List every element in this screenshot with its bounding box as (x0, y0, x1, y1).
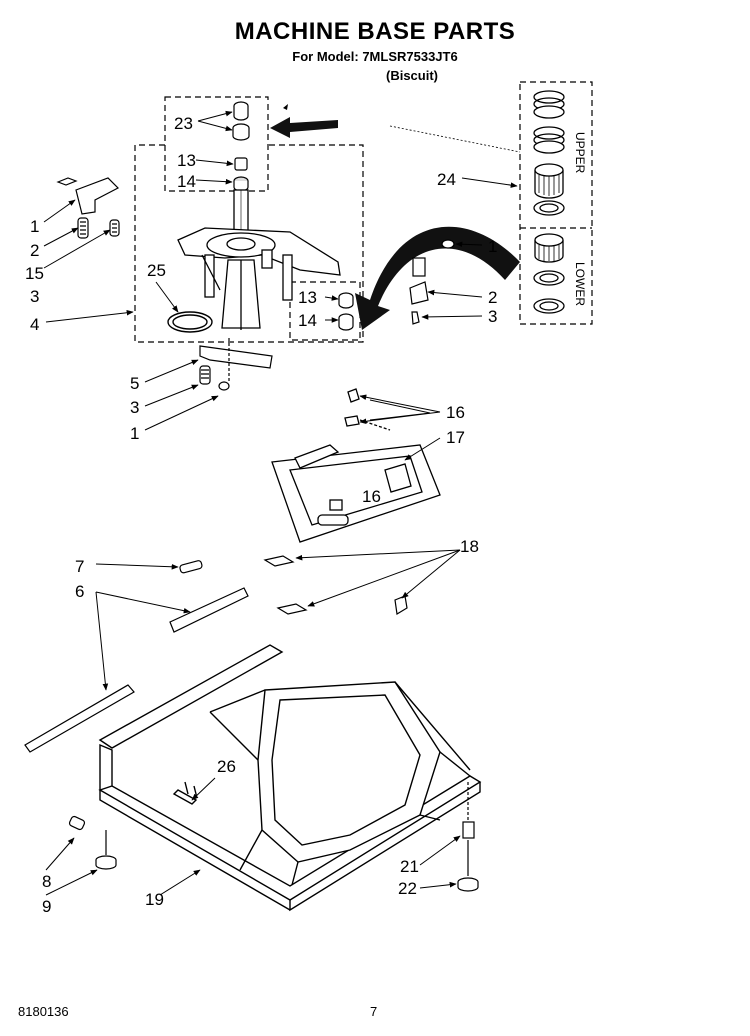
callout-2-right: 2 (488, 288, 497, 307)
clips-and-brackets (24, 555, 408, 753)
isolator-stack-upper (232, 101, 250, 192)
callout-21: 21 (400, 857, 419, 876)
callout-3-right: 3 (488, 307, 497, 326)
color-line: (Biscuit) (386, 68, 438, 83)
callout-18: 18 (460, 537, 479, 556)
upper-dashed-box (134, 96, 364, 343)
callout-13: 13 (177, 151, 196, 170)
callout-2: 2 (30, 241, 39, 260)
callout-5: 5 (130, 374, 139, 393)
callout-1-lower: 1 (130, 424, 139, 443)
inset-upper-label: UPPER (573, 132, 587, 174)
curved-arrow (355, 226, 520, 330)
part17-plate (271, 388, 441, 543)
bracket-part5 (199, 338, 273, 391)
callout-8: 8 (42, 872, 51, 891)
grommet-inset: UPPER LOWER (519, 81, 593, 325)
callout-4: 4 (30, 315, 39, 334)
callout-1: 1 (30, 217, 39, 236)
inset-lower-label: LOWER (573, 262, 587, 306)
callout-17: 17 (446, 428, 465, 447)
callout-24: 24 (437, 170, 456, 189)
callout-16-plate: 16 (362, 487, 381, 506)
callout-labels: 23 13 14 24 1 2 15 3 25 4 1 2 3 13 14 5 … (25, 114, 497, 916)
part23-arrow (270, 117, 338, 138)
callout-19: 19 (145, 890, 164, 909)
callout-6: 6 (75, 582, 84, 601)
left-bracket-parts (56, 177, 120, 239)
isolator-stack-lower (338, 292, 354, 331)
page-number: 7 (370, 1004, 378, 1019)
callout-1-right: 1 (488, 237, 497, 256)
callout-3-lower: 3 (130, 398, 139, 417)
callout-9: 9 (42, 897, 51, 916)
part25-ring (167, 311, 213, 333)
callout-26: 26 (217, 757, 236, 776)
leader-lines (43, 110, 518, 896)
callout-13-lower: 13 (298, 288, 317, 307)
page-title: MACHINE BASE PARTS (234, 18, 516, 45)
right-bracket-parts (409, 239, 455, 325)
callout-15: 15 (25, 264, 44, 283)
callout-14: 14 (177, 172, 196, 191)
callout-14-lower: 14 (298, 311, 317, 330)
machine-base-frame (98, 644, 482, 912)
callout-22: 22 (398, 879, 417, 898)
callout-16: 16 (446, 403, 465, 422)
doc-number: 8180136 (18, 1004, 69, 1019)
callout-25: 25 (147, 261, 166, 280)
callout-3: 3 (30, 287, 39, 306)
callout-7: 7 (75, 557, 84, 576)
leveling-legs (68, 782, 479, 892)
model-line: For Model: 7MLSR7533JT6 (292, 49, 458, 64)
transmission-support (177, 189, 341, 330)
callout-23: 23 (174, 114, 193, 133)
